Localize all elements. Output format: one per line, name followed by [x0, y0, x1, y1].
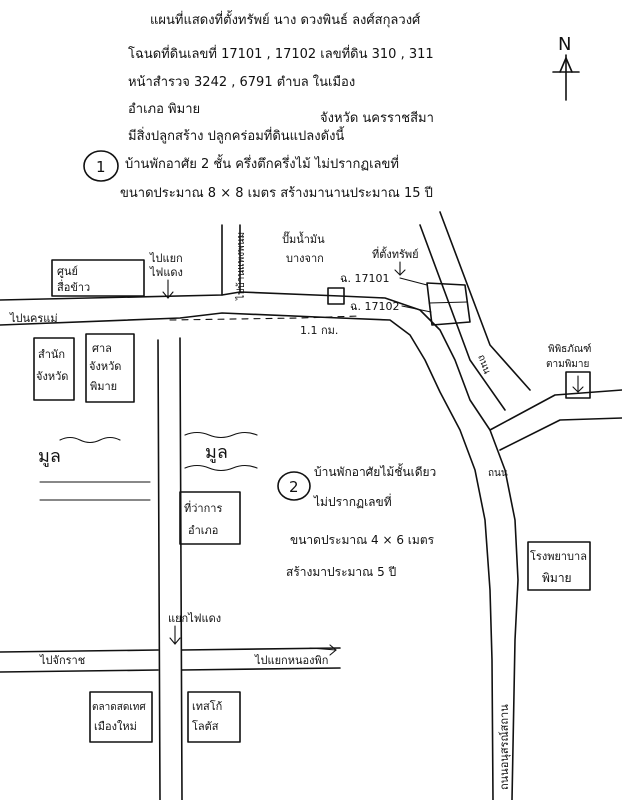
moat-center — [184, 431, 258, 472]
to-nakhon-label: ไปนครแม่ — [9, 312, 58, 325]
right-road-label: ถนน — [488, 468, 508, 479]
north-label: N — [558, 34, 571, 55]
arrow-down-icon — [394, 261, 406, 276]
asset-plot-parcel — [399, 277, 471, 326]
provincial-office-box — [33, 337, 75, 401]
building-1-number: 1 — [96, 158, 106, 176]
arrow-down-icon — [169, 625, 181, 645]
hospital-label-a: โรงพยาบาล — [530, 549, 587, 563]
office1-label-b: จังหวัด — [36, 370, 68, 383]
museum-box — [565, 371, 591, 399]
tesco-box — [187, 691, 241, 743]
asset-site-label: ที่ตั้งทรัพย์ — [372, 246, 419, 261]
school-label-b: สื่อข้าว — [57, 279, 90, 294]
plot-2-label: ฉ. 17102 — [350, 300, 399, 313]
lights-label: แยกไฟแดง — [168, 612, 221, 625]
market-box — [89, 691, 153, 743]
district-label-a: ที่ว่าการ — [184, 500, 222, 515]
court-label-c: พิมาย — [90, 380, 117, 393]
arrow-down-icon — [572, 375, 584, 393]
district-label-b: อำเภอ — [188, 524, 218, 537]
tesco-label-b: โลตัส — [192, 719, 219, 733]
museum-label-a: พิพิธภัณฑ์ — [548, 343, 591, 355]
to-nong-phik-label: ไปแยกหนองพิก — [254, 654, 328, 667]
office1-label-a: สำนัก — [38, 348, 65, 361]
building-2-marker: 2 — [277, 471, 311, 501]
building-1-line-2: ขนาดประมาณ 8 × 8 เมตร สร้างมานานประมาณ 1… — [120, 185, 433, 201]
hospital-label-b: พิมาย — [542, 571, 572, 585]
main-road — [0, 291, 519, 800]
school-box — [51, 259, 145, 297]
arrow-right-icon — [309, 644, 337, 656]
to-north-road-label: ไปบ้านแพงพนม — [235, 232, 247, 301]
moat-center-label: มูล — [205, 442, 228, 463]
header-line-5: มีสิ่งปลูกสร้าง ปลูกคร่อมที่ดินแปลงดังนี… — [128, 126, 345, 144]
header-line-4b: จังหวัด นครราชสีมา — [320, 110, 434, 126]
building-2-line-3: ขนาดประมาณ 4 × 6 เมตร — [290, 533, 435, 547]
school-label-a: ศูนย์ — [57, 265, 78, 278]
building-1-marker: 1 — [83, 150, 119, 182]
gas-station-box — [327, 287, 345, 305]
arrow-down-icon — [162, 279, 174, 299]
lower-road — [0, 647, 341, 673]
building-2-line-2: ไม่ปรากฏเลขที่ — [313, 493, 392, 509]
header-line-2: โฉนดที่ดินเลขที่ 17101 , 17102 เลขที่ดิน… — [128, 45, 434, 62]
to-chakkarat-label: ไปจักราช — [39, 654, 85, 667]
court-label-b: จังหวัด — [89, 360, 121, 373]
building-2-line-4: สร้างมาประมาณ 5 ปี — [286, 565, 396, 579]
northeast-road — [419, 211, 531, 411]
hospital-box — [527, 541, 591, 591]
south-road — [157, 337, 183, 800]
plot-1-label: ฉ. 17101 — [340, 272, 389, 285]
building-2-number: 2 — [289, 478, 299, 496]
gas-station-label-b: บางจาก — [286, 252, 324, 265]
gas-station-label-a: ปั๊มน้ำมัน — [282, 231, 325, 246]
moat-left-label: มูล — [38, 446, 61, 467]
moat-left — [39, 436, 151, 501]
tesco-label-a: เทสโก้ — [192, 699, 222, 713]
museum-label-b: ตามพิมาย — [546, 359, 589, 370]
distance-label: 1.1 กม. — [300, 324, 338, 337]
court-label-a: ศาล — [92, 342, 112, 355]
to-lights-top-label-b: ไฟแดง — [149, 266, 183, 279]
to-lights-top-label-a: ไปแยก — [149, 252, 183, 265]
north-road — [221, 224, 241, 296]
building-1-line-1: บ้านพักอาศัย 2 ชั้น ครึ่งตึกครึ่งไม้ ไม่… — [125, 154, 399, 172]
bottom-right-road-label: ถนนอนุสรณ์สถาน — [498, 704, 511, 790]
east-road — [489, 389, 622, 451]
building-2-line-1: บ้านพักอาศัยไม้ชั้นเดียว — [314, 463, 436, 479]
market-label-a: ตลาดสดเทศ — [92, 702, 146, 713]
header-line-3: หน้าสำรวจ 3242 , 6791 ตำบล ในเมือง — [128, 74, 355, 90]
district-office-box — [179, 491, 241, 545]
court-box — [85, 333, 135, 403]
header-line-4a: อำเภอ พิมาย — [128, 102, 200, 117]
header-line-1: แผนที่แสดงที่ตั้งทรัพย์ นาง ดวงพินธ์ ลงศ… — [150, 10, 421, 28]
market-label-b: เมืองใหม่ — [94, 720, 137, 733]
north-arrow-icon — [552, 54, 580, 101]
